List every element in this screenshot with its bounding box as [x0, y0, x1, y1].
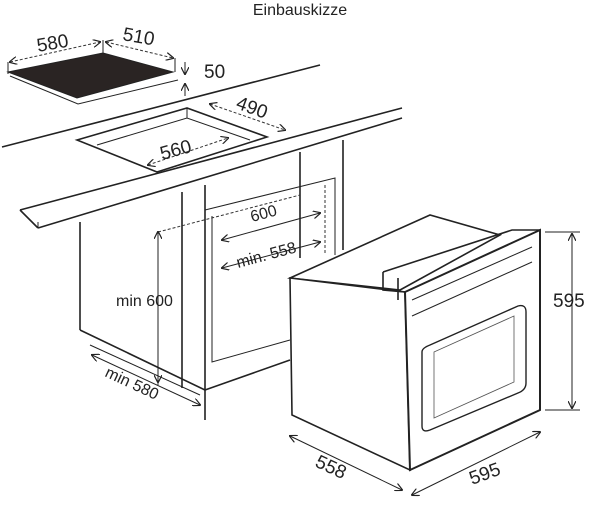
label-cutout-width: 560 [158, 136, 194, 164]
label-oven-depth: 558 [312, 451, 350, 483]
label-cutout-depth: 490 [233, 93, 270, 124]
dim-line-min580 [92, 355, 200, 405]
dim-line-600 [222, 213, 320, 240]
dim-line-490 [210, 104, 285, 130]
label-niche-min-width: min. 558 [235, 240, 299, 272]
dim-line-580 [10, 42, 100, 62]
label-niche-min-height: min 600 [116, 293, 173, 310]
label-cooktop-width: 580 [35, 31, 70, 57]
cooktop [6, 40, 179, 105]
dim-line-560 [148, 138, 228, 165]
dim-line-oven-depth [290, 436, 402, 490]
oven [286, 214, 541, 472]
dim-line-min558 [222, 242, 320, 268]
diagram-title: Einbauskizze [252, 2, 348, 19]
dim-line-510 [106, 42, 173, 58]
label-niche-min-depth: min 580 [102, 364, 161, 404]
label-oven-width: 595 [467, 459, 504, 490]
label-oven-height: 595 [553, 291, 585, 312]
label-cooktop-height: 50 [204, 62, 225, 83]
dim-line-oven-width [412, 432, 540, 495]
label-niche-width: 600 [249, 203, 279, 226]
cooktop-cutout [74, 107, 270, 173]
